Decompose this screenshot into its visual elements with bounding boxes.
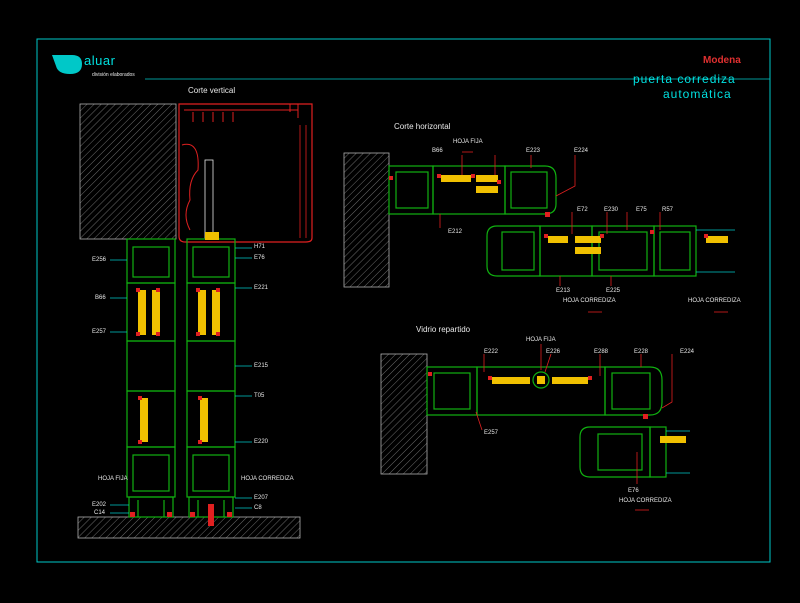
horizontal-fixed-leaf <box>388 165 557 215</box>
label-hoja-fija-vertical: HOJA FIJA <box>98 476 128 482</box>
fixed-leaf-profile <box>126 238 176 518</box>
title-model: Modena <box>703 55 741 66</box>
label-e228: E228 <box>634 349 649 355</box>
label-e212: E212 <box>448 229 463 235</box>
section-title-horizontal: Corte horizontal <box>394 122 451 131</box>
fixed-leaf-glass <box>138 290 160 442</box>
wall-hatch-split <box>380 353 428 475</box>
split-glass-section <box>380 151 690 511</box>
section-title-vertical: Corte vertical <box>188 86 236 95</box>
label-e224: E224 <box>574 148 589 154</box>
label-hoja-fija-horizontal: HOJA FIJA <box>453 139 483 145</box>
header-motor <box>181 143 199 231</box>
label-e76: E76 <box>254 255 265 261</box>
label-hoja-fija-split: HOJA FIJA <box>526 337 556 343</box>
label-e222: E222 <box>484 349 499 355</box>
label-hoja-corrediza-split: HOJA CORREDIZA <box>619 498 672 504</box>
label-e223: E223 <box>526 148 541 154</box>
header-hanger <box>204 159 214 239</box>
floor-hatch <box>77 516 301 539</box>
label-e221: E221 <box>254 285 269 291</box>
label-e202: E202 <box>92 502 107 508</box>
label-e76-split: E76 <box>628 488 639 494</box>
split-sliding-leaf <box>579 426 667 478</box>
fixed-leaf-gaskets <box>130 288 172 517</box>
label-e288: E288 <box>594 349 609 355</box>
sliding-leaf-gaskets <box>190 288 232 526</box>
label-h71: H71 <box>254 244 266 250</box>
label-c14: C14 <box>94 510 106 516</box>
split-glass <box>492 376 588 384</box>
split-fixed-leaf <box>426 366 663 416</box>
brand-subtitle: división elaborados <box>92 72 135 78</box>
label-b66-horizontal: B66 <box>432 148 443 154</box>
label-c8: C8 <box>254 505 262 511</box>
horizontal-sliding-glass <box>548 236 728 254</box>
header-detail <box>184 104 299 118</box>
label-e257-split: E257 <box>484 430 499 436</box>
label-e213: E213 <box>556 288 571 294</box>
label-e257: E257 <box>92 329 107 335</box>
label-e220: E220 <box>254 439 269 445</box>
label-e215: E215 <box>254 363 269 369</box>
header-ribs <box>192 112 234 122</box>
label-t05: T05 <box>254 393 265 399</box>
label-e75: E75 <box>636 207 647 213</box>
title-line-2: puerta corrediza <box>633 72 736 86</box>
label-hoja-corrediza-h1: HOJA CORREDIZA <box>563 298 616 304</box>
split-muntin <box>532 371 550 389</box>
label-e225: E225 <box>606 288 621 294</box>
label-b66: B66 <box>95 295 106 301</box>
vertical-dim-lines <box>110 247 252 514</box>
label-e207: E207 <box>254 495 269 501</box>
wall-hatch-horizontal <box>343 152 390 288</box>
label-hoja-corrediza-vertical: HOJA CORREDIZA <box>241 476 294 482</box>
header-box <box>178 103 313 243</box>
sliding-leaf-glass <box>198 290 220 442</box>
aluar-logo-mark <box>52 55 82 74</box>
label-e224-split: E224 <box>680 349 695 355</box>
label-e226: E226 <box>546 349 561 355</box>
label-r57: R57 <box>662 207 674 213</box>
horizontal-leaders <box>439 155 728 313</box>
drawing-border <box>36 38 771 563</box>
sliding-leaf-profile <box>186 238 236 518</box>
vertical-section <box>77 103 313 539</box>
label-e72: E72 <box>577 207 588 213</box>
wall-hatch <box>79 103 177 240</box>
brand-name: aluar <box>84 53 116 68</box>
label-e230: E230 <box>604 207 619 213</box>
horizontal-section <box>343 152 735 313</box>
hanger-block <box>205 232 219 240</box>
split-leaders <box>462 151 673 511</box>
section-title-split: Vidrio repartido <box>416 325 471 334</box>
horizontal-fixed-glass <box>441 175 498 193</box>
label-e256: E256 <box>92 257 107 263</box>
label-hoja-corrediza-h2: HOJA CORREDIZA <box>688 298 741 304</box>
title-line-3: automática <box>663 87 732 101</box>
